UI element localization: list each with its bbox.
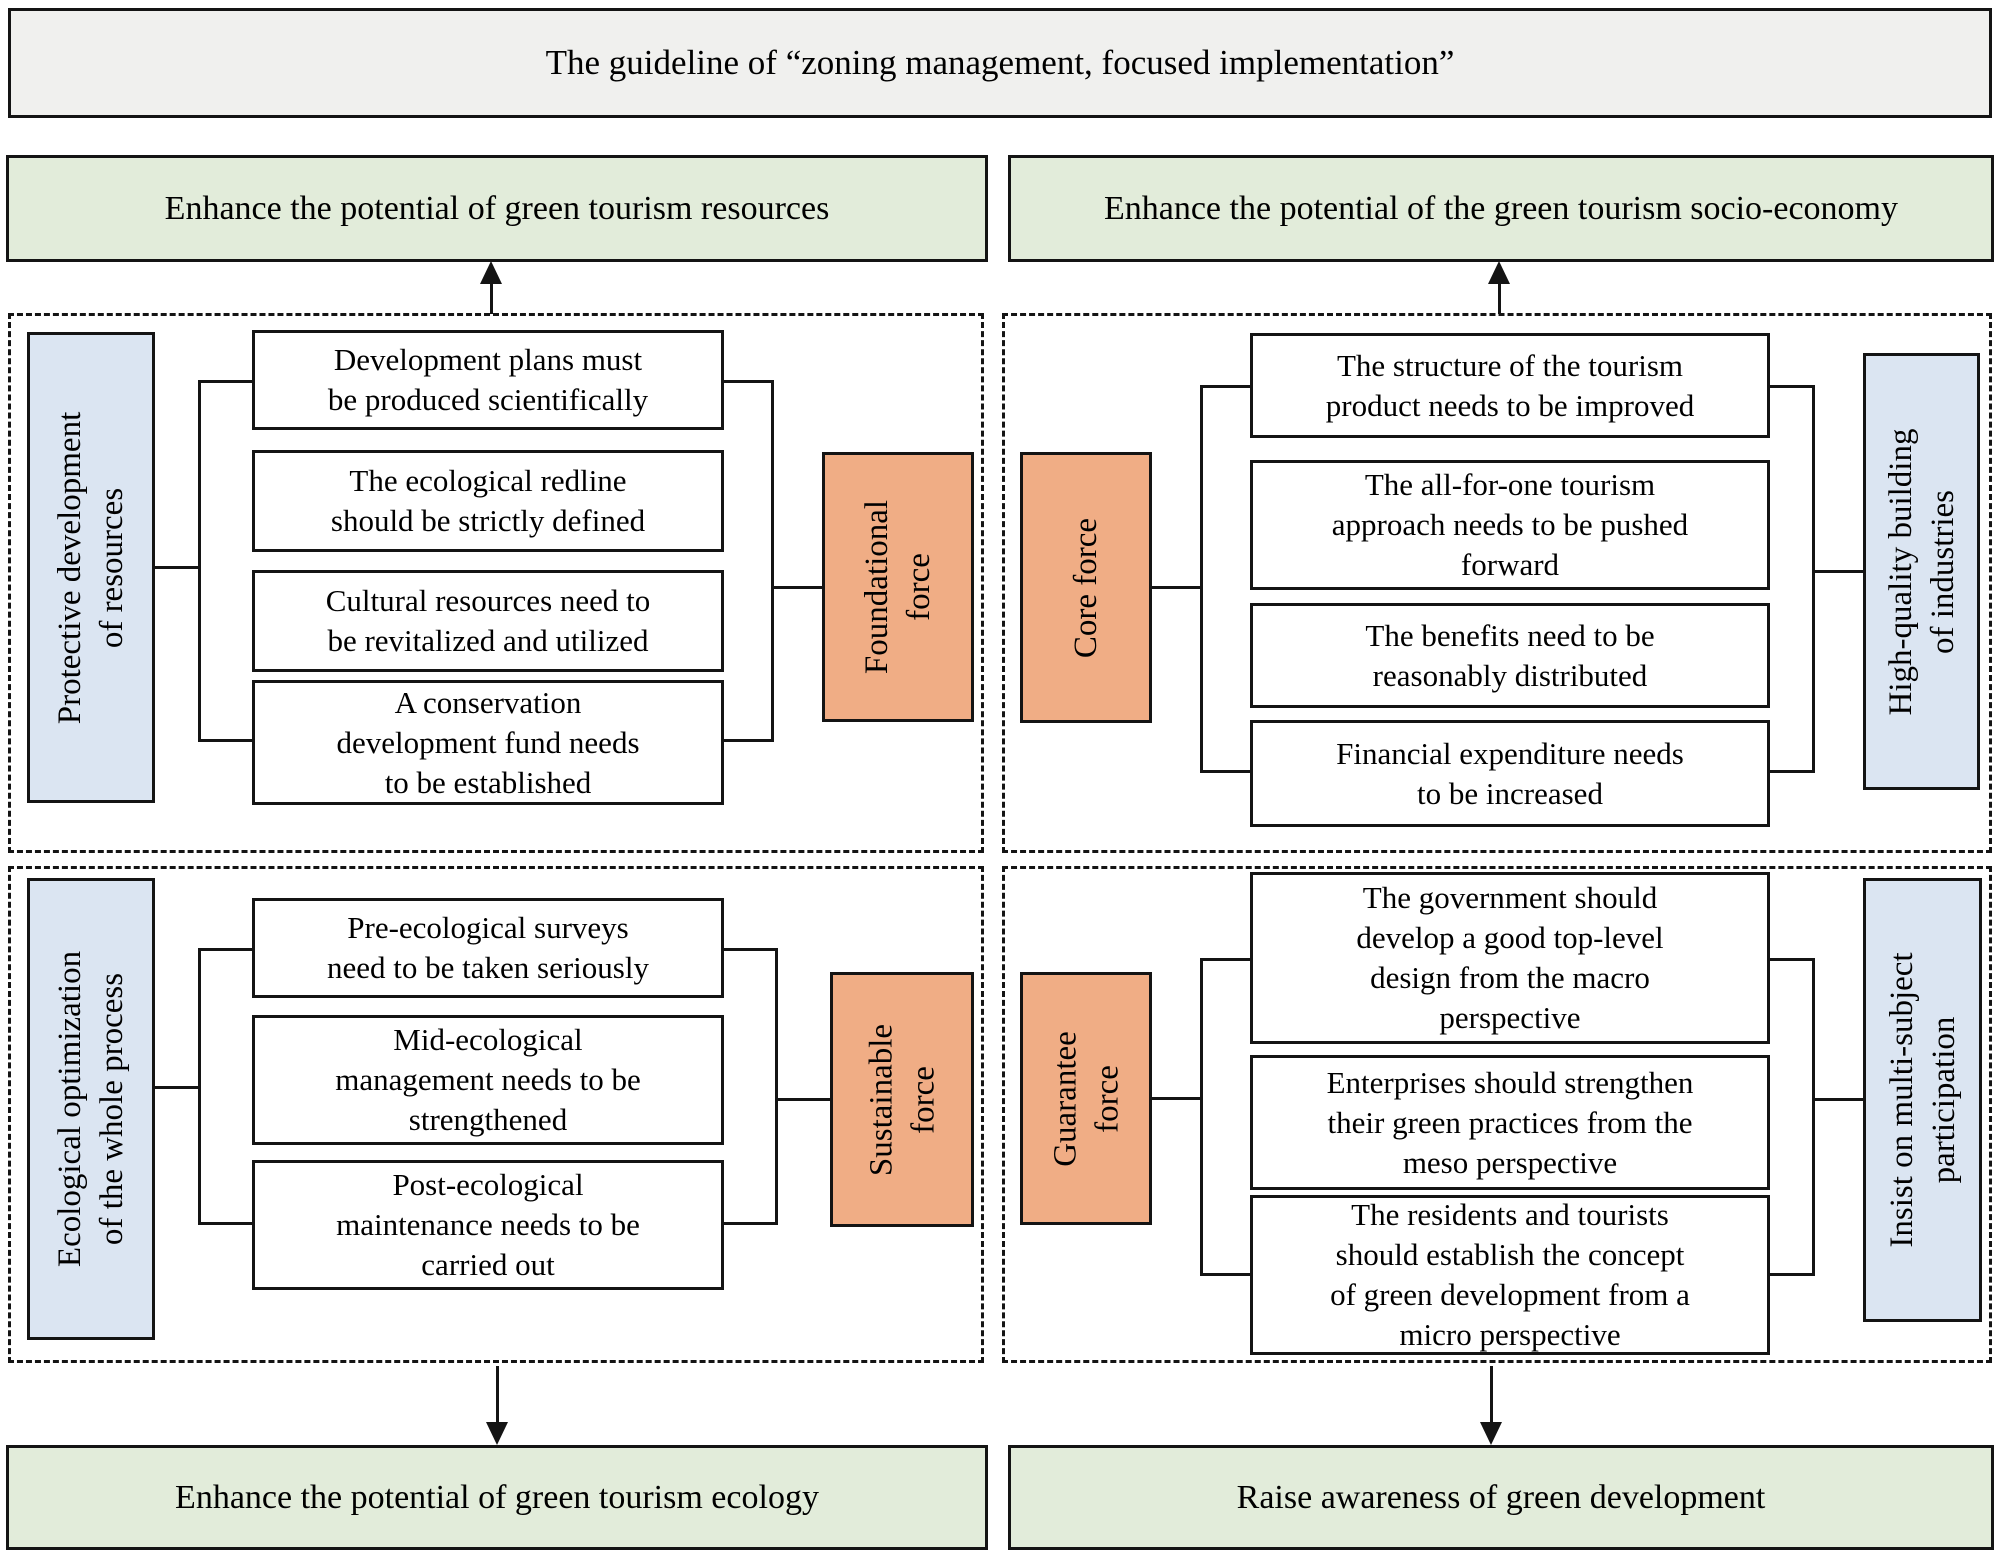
quadrant-frame-bottom-left — [8, 866, 984, 1363]
item-text: Enterprises should strengthen their gree… — [1326, 1064, 1694, 1180]
connector-bracket-left-bl — [198, 948, 252, 1225]
down-arrow-right-icon — [1480, 1422, 1502, 1445]
item-box: The all-for-one tourism approach needs t… — [1250, 460, 1770, 590]
item-text: Mid-ecological management needs to be st… — [335, 1022, 641, 1137]
up-arrow-left-icon — [480, 261, 502, 284]
item-text: The structure of the tourism product nee… — [1325, 347, 1695, 423]
connector-blue-tl — [155, 566, 201, 569]
outcome-text: Raise awareness of green development — [1236, 1478, 1766, 1516]
item-text: Financial expenditure needs to be increa… — [1336, 735, 1684, 811]
category-label: High-quality building of industries — [1882, 428, 1961, 715]
category-label: Ecological optimization of the whole pro… — [52, 950, 130, 1268]
item-box: Financial expenditure needs to be increa… — [1250, 720, 1770, 827]
force-label: Core force — [1068, 517, 1104, 658]
item-box: The ecological redline should be strictl… — [252, 450, 724, 552]
force-box-foundational: Foundational force — [822, 452, 974, 722]
force-box-sustainable: Sustainable force — [830, 972, 974, 1227]
outcome-box-top-left: Enhance the potential of green tourism r… — [6, 155, 988, 262]
item-text: Pre-ecological surveys need to be taken … — [327, 910, 649, 985]
item-box: The residents and tourists should establ… — [1250, 1195, 1770, 1355]
outcome-box-bottom-right: Raise awareness of green development — [1008, 1445, 1994, 1550]
item-text: Post-ecological maintenance needs to be … — [336, 1167, 640, 1282]
force-box-guarantee: Guarantee force — [1020, 972, 1152, 1225]
quadrant-frame-top-left — [8, 313, 984, 853]
item-box: The benefits need to be reasonably distr… — [1250, 603, 1770, 708]
item-text: A conservation development fund needs to… — [336, 684, 640, 800]
outcome-box-top-right: Enhance the potential of the green touri… — [1008, 155, 1994, 262]
down-arrow-left-stem — [496, 1366, 499, 1424]
category-label: Protective development of resources — [52, 411, 130, 724]
item-box: The government should develop a good top… — [1250, 872, 1770, 1044]
item-box: Mid-ecological management needs to be st… — [252, 1015, 724, 1145]
connector-bracket-right-bl — [724, 948, 778, 1225]
force-label: Guarantee force — [1047, 1030, 1125, 1167]
item-box: Cultural resources need to be revitalize… — [252, 570, 724, 672]
item-box: Post-ecological maintenance needs to be … — [252, 1160, 724, 1290]
item-text: The benefits need to be reasonably distr… — [1365, 617, 1655, 693]
category-box-ecological-optimization: Ecological optimization of the whole pro… — [27, 878, 155, 1340]
connector-bracket-right-tr — [1770, 385, 1815, 773]
category-label: Insist on multi-subject participation — [1883, 952, 1962, 1248]
down-arrow-left-icon — [486, 1422, 508, 1445]
item-box: The structure of the tourism product nee… — [1250, 333, 1770, 438]
category-box-protective-development: Protective development of resources — [27, 332, 155, 803]
connector-bracket-right-br — [1770, 958, 1815, 1276]
connector-blue-br — [1813, 1098, 1863, 1101]
quadrant-frame-bottom-right — [1002, 866, 1992, 1363]
item-text: The government should develop a good top… — [1356, 880, 1664, 1035]
item-text: The all-for-one tourism approach needs t… — [1331, 467, 1689, 582]
item-text: The residents and tourists should establ… — [1330, 1197, 1690, 1352]
connector-orange-tl — [772, 586, 822, 589]
force-label: Sustainable force — [863, 1023, 941, 1176]
category-box-multi-subject-participation: Insist on multi-subject participation — [1863, 878, 1982, 1322]
up-arrow-right-icon — [1488, 261, 1510, 284]
force-label: Foundational force — [859, 499, 937, 675]
connector-bracket-right-tl — [724, 380, 774, 742]
connector-blue-bl — [155, 1086, 201, 1089]
category-box-high-quality-building: High-quality building of industries — [1863, 353, 1980, 790]
quadrant-frame-top-right — [1002, 313, 1992, 853]
connector-orange-bl — [776, 1098, 830, 1101]
title-text: The guideline of “zoning management, foc… — [545, 43, 1455, 82]
connector-bracket-left-tr — [1200, 385, 1250, 773]
item-box: A conservation development fund needs to… — [252, 680, 724, 805]
outcome-text: Enhance the potential of the green touri… — [1103, 189, 1899, 227]
up-arrow-left-stem — [490, 280, 493, 314]
item-box: Enterprises should strengthen their gree… — [1250, 1055, 1770, 1190]
item-box: Pre-ecological surveys need to be taken … — [252, 898, 724, 998]
connector-blue-tr — [1813, 570, 1863, 573]
item-box: Development plans must be produced scien… — [252, 330, 724, 430]
up-arrow-right-stem — [1498, 280, 1501, 314]
down-arrow-right-stem — [1490, 1366, 1493, 1424]
outcome-text: Enhance the potential of green tourism e… — [175, 1478, 819, 1516]
force-box-core: Core force — [1020, 452, 1152, 723]
item-text: Development plans must be produced scien… — [327, 342, 649, 417]
connector-orange-tr — [1152, 586, 1200, 589]
connector-bracket-left-tl — [198, 380, 252, 742]
item-text: Cultural resources need to be revitalize… — [325, 583, 651, 658]
item-text: The ecological redline should be strictl… — [330, 463, 646, 538]
connector-bracket-left-br — [1200, 958, 1250, 1276]
title-box: The guideline of “zoning management, foc… — [8, 8, 1992, 118]
outcome-box-bottom-left: Enhance the potential of green tourism e… — [6, 1445, 988, 1550]
outcome-text: Enhance the potential of green tourism r… — [164, 189, 830, 227]
connector-orange-br — [1152, 1097, 1200, 1100]
